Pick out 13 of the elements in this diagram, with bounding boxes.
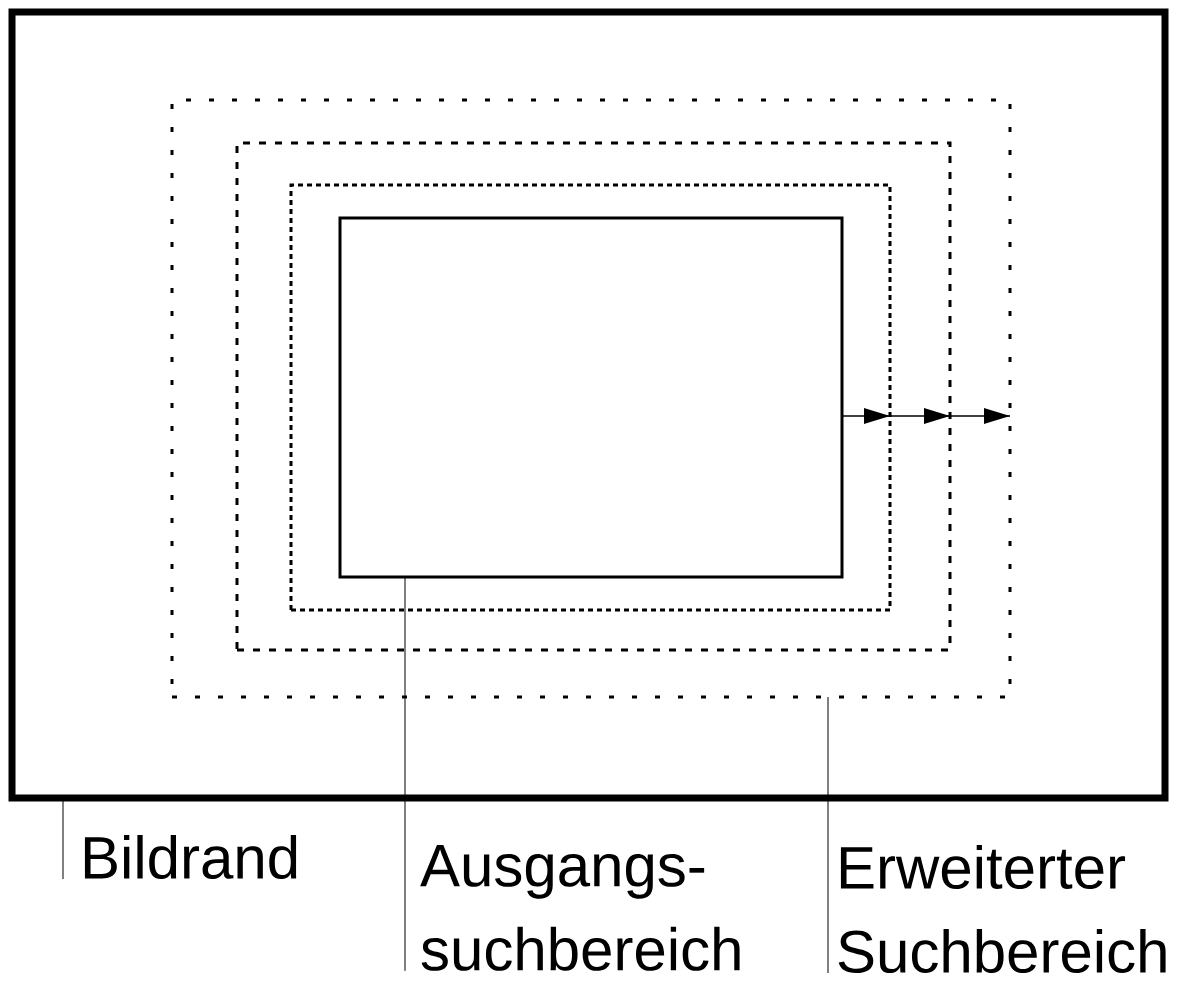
arrow [841,408,891,424]
dashed-frame [289,183,892,612]
dashed-frame [235,141,952,652]
leader-line [827,696,829,974]
arrow [889,408,951,424]
arrow [949,408,1011,424]
label-text: Ausgangs- suchbereich [420,845,740,971]
image-border [8,8,1169,802]
label-text: Erweiterter Suchbereich [838,845,1166,974]
label-text: Bildrand [84,835,297,880]
leader-line [404,576,406,972]
dotted-frame [170,98,1012,699]
search-area-box [338,216,844,579]
